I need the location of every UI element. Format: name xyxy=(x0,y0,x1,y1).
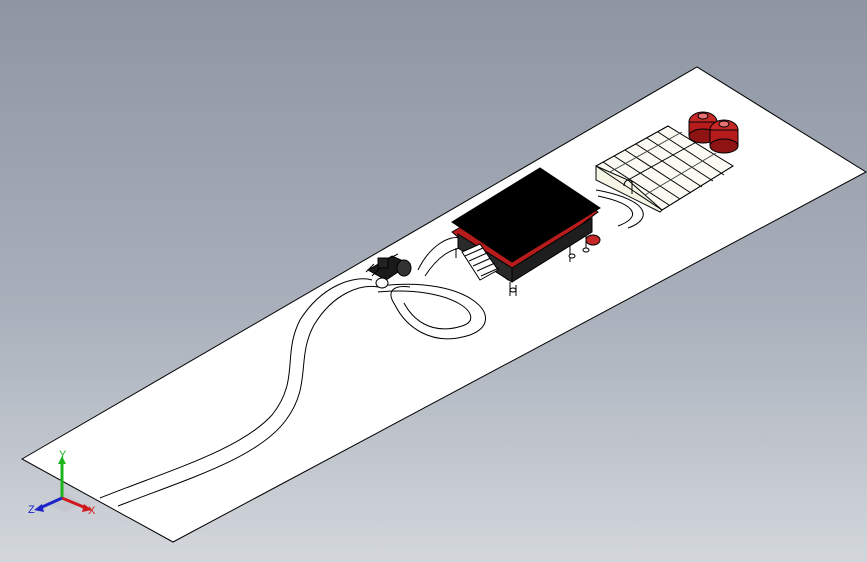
z-axis-label: Z xyxy=(28,504,35,516)
z-axis-arrow xyxy=(39,496,63,510)
x-axis-arrow xyxy=(61,496,87,510)
x-axis-label: X xyxy=(88,505,96,517)
triad-graphic xyxy=(34,456,92,512)
silos[interactable] xyxy=(688,111,739,154)
reference-triad: Y X Z xyxy=(26,448,106,520)
tractor[interactable] xyxy=(365,253,412,289)
barn[interactable] xyxy=(451,167,601,296)
y-axis-label: Y xyxy=(59,449,67,461)
road[interactable] xyxy=(99,189,644,507)
greenhouse[interactable] xyxy=(595,125,734,213)
ground-plane[interactable] xyxy=(20,66,867,543)
